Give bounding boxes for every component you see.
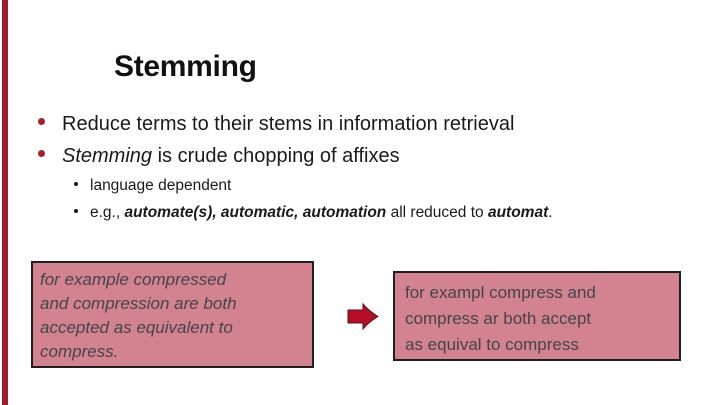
bullet-text: e.g., automate(s), automatic, automation… — [90, 204, 553, 221]
slide-title: Stemming — [114, 50, 257, 83]
example-box-original: for example compressed and compression ar… — [31, 261, 314, 368]
box-line: and compression are both — [40, 294, 237, 313]
bullet-dot-icon — [74, 182, 78, 186]
example-box-stemmed: for exampl compress and compress ar both … — [393, 271, 681, 361]
box-line: for exampl compress and — [405, 283, 596, 302]
bullet-dot-icon — [38, 150, 45, 157]
box-line: compress. — [40, 342, 119, 361]
box-line: accepted as equivalent to — [40, 318, 233, 337]
box-line: as equival to compress — [405, 335, 579, 354]
bullet-item: e.g., automate(s), automatic, automation… — [74, 199, 698, 226]
bullet-text: Reduce terms to their stems in informati… — [62, 113, 515, 135]
bullet-item: Reduce terms to their stems in informati… — [38, 108, 698, 140]
bullet-item: Stemming is crude chopping of affixes — [38, 140, 698, 172]
bullet-text: language dependent — [90, 177, 232, 194]
example-box-stemmed-text: for exampl compress and compress ar both … — [405, 280, 675, 358]
box-line: compress ar both accept — [405, 309, 592, 328]
example-box-original-text: for example compressed and compression ar… — [40, 268, 308, 364]
bullet-list: Reduce terms to their stems in informati… — [38, 108, 698, 226]
box-line: for example compressed — [40, 270, 227, 289]
right-block-arrow-icon — [347, 301, 379, 332]
bullet-dot-icon — [38, 118, 45, 125]
slide-accent-bar — [2, 0, 8, 405]
bullet-text: Stemming is crude chopping of affixes — [62, 145, 400, 167]
bullet-item: language dependent — [74, 172, 698, 199]
bullet-dot-icon — [74, 209, 78, 213]
